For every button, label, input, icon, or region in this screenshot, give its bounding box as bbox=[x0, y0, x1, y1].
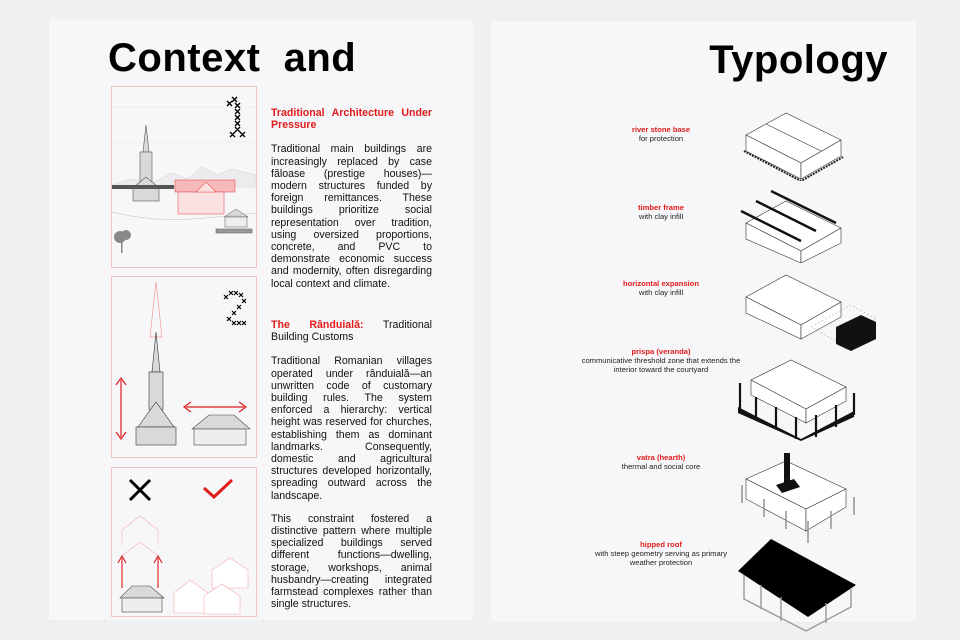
vertical-church-horizontal-house-illustration bbox=[115, 281, 251, 446]
layer-name: hipped roof bbox=[640, 540, 682, 549]
vertical-arrow-icon bbox=[115, 376, 127, 441]
section-heading-randuiala: The Rânduială: Traditional Building Cust… bbox=[271, 319, 432, 343]
timber-frame-drawing bbox=[736, 183, 876, 263]
church-vs-modern-house-illustration bbox=[112, 96, 256, 253]
check-mark-icon bbox=[202, 478, 234, 500]
layer-name: prispa (veranda) bbox=[631, 347, 691, 356]
layer-desc: for protection bbox=[638, 134, 684, 144]
stone-base-drawing bbox=[736, 105, 876, 181]
layer-desc: with clay infill bbox=[638, 288, 684, 298]
section-heading-pressure: Traditional Architecture Under Pressure bbox=[271, 107, 432, 132]
cross-stitch-number-two-icon bbox=[223, 290, 247, 326]
layer-desc: with clay infill bbox=[638, 212, 684, 222]
illustration-panel-2 bbox=[111, 276, 257, 458]
layer-label-prispa: prispa (veranda)communicative threshold … bbox=[581, 347, 741, 375]
section-randuiala: The Rânduială: Traditional Building Cust… bbox=[271, 319, 432, 621]
vertical-vs-horizontal-expansion-illustration bbox=[117, 478, 249, 615]
cross-stitch-number-one-icon bbox=[226, 96, 246, 138]
layer-label-vatra: vatra (hearth)thermal and social core bbox=[581, 453, 741, 471]
section-heading-black: Traditional Building Customs bbox=[271, 319, 432, 344]
horizontal-expansion-drawing bbox=[736, 267, 876, 351]
page-title-right: Typology bbox=[709, 38, 888, 82]
illustration-panel-3 bbox=[111, 467, 257, 617]
layer-name: vatra (hearth) bbox=[636, 453, 686, 462]
left-page: Context and bbox=[49, 19, 473, 620]
page-title-left: Context and bbox=[108, 36, 357, 80]
layer-desc: thermal and social core bbox=[621, 462, 701, 472]
vatra-drawing bbox=[736, 449, 876, 545]
section-body-randuiala-2: This constraint fostered a distinctive p… bbox=[271, 512, 432, 611]
illustration-panel-1 bbox=[111, 86, 257, 268]
hipped-roof-drawing bbox=[736, 537, 866, 633]
layer-name: horizontal expansion bbox=[623, 279, 699, 288]
section-pressure: Traditional Architecture Under Pressure … bbox=[271, 107, 432, 301]
layer-name: river stone base bbox=[631, 125, 691, 134]
x-mark-icon bbox=[128, 478, 152, 502]
layer-desc: with steep geometry serving as primary w… bbox=[594, 549, 728, 568]
section-heading-red: The Rânduială: bbox=[271, 319, 364, 331]
horizontal-arrow-icon bbox=[182, 401, 248, 413]
section-body-pressure: Traditional main buildings are increasin… bbox=[271, 143, 432, 290]
section-body-randuiala-1: Traditional Romanian villages operated u… bbox=[271, 355, 432, 502]
prispa-drawing bbox=[736, 355, 876, 441]
layer-desc: communicative threshold zone that extend… bbox=[581, 356, 741, 375]
layer-name: timber frame bbox=[637, 203, 684, 212]
